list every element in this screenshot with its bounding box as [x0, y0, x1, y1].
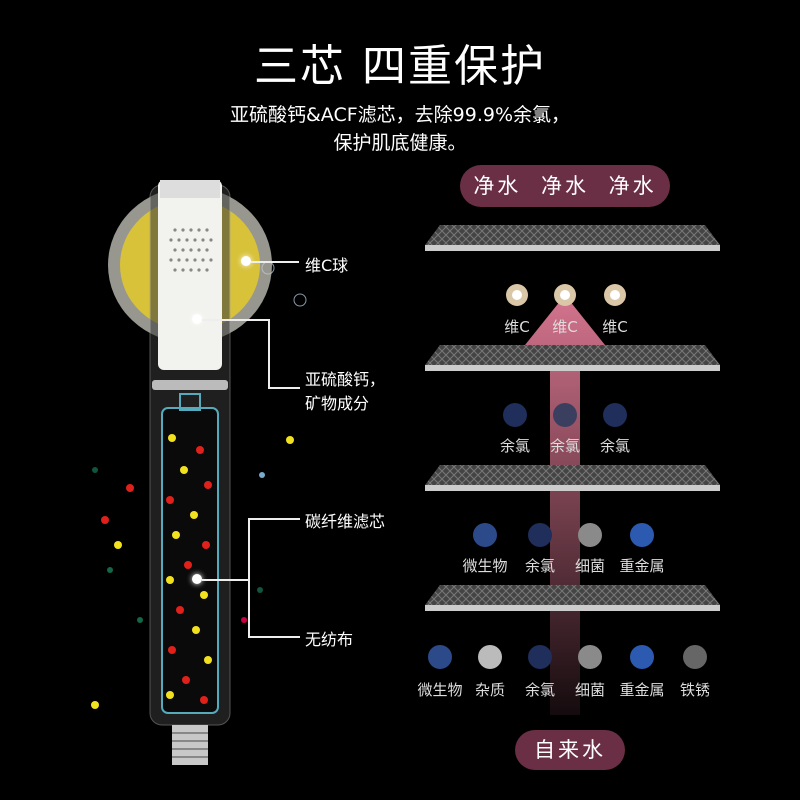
- subtitle-line-1: 亚硫酸钙&ACF滤芯，去除99.9%余氯，: [229, 104, 571, 126]
- chlorine-icon: [553, 403, 577, 427]
- vitamin-c-ball-icon: [554, 284, 576, 306]
- callout-line-carbon: [248, 518, 300, 520]
- label-row3-1: 微生物: [462, 557, 508, 575]
- label-row4-6: 铁锈: [679, 681, 710, 699]
- particle: [91, 701, 99, 709]
- microbe-icon: [473, 523, 497, 547]
- callout-line-nonwoven: [248, 636, 300, 638]
- particle: [137, 617, 143, 623]
- callout-calcium-line1: 亚硫酸钙，: [305, 370, 386, 389]
- label-row4-1: 微生物: [417, 681, 463, 699]
- impurity-icon: [478, 645, 502, 669]
- particle: [101, 516, 109, 524]
- cartridge-holes: [169, 228, 213, 272]
- label-row4-3: 余氯: [524, 681, 555, 699]
- threaded-connector: [172, 725, 208, 765]
- vitamin-c-ball-icon: [506, 284, 528, 306]
- heavy-metal-icon: [630, 523, 654, 547]
- upward-flow-arrow: [525, 295, 605, 715]
- microbe-icon: [428, 645, 452, 669]
- carbon-fiber-filter: [161, 407, 219, 714]
- particle: [92, 467, 98, 473]
- callout-carbon-fiber: 碳纤维滤芯: [305, 512, 386, 531]
- label-row2-2: 余氯: [549, 437, 580, 455]
- particle: [241, 617, 247, 623]
- label-row3-3: 细菌: [574, 557, 605, 575]
- chrome-ring: [152, 380, 228, 390]
- label-row4-2: 杂质: [474, 681, 505, 699]
- chlorine-icon: [528, 523, 552, 547]
- shower-head-illustration: [108, 180, 272, 765]
- particle: [114, 541, 122, 549]
- label-row4-5: 重金属: [619, 681, 665, 699]
- cartridge-cap: [160, 180, 220, 198]
- particle: [257, 587, 263, 593]
- callout-nonwoven: 无纺布: [305, 630, 354, 649]
- vitamin-c-ball-icon: [604, 284, 626, 306]
- page-title: 三芯 四重保护: [254, 41, 546, 92]
- callout-marker-calcium: [192, 314, 202, 324]
- vitamin-c-cartridge: [158, 180, 222, 370]
- callout-line-filter-h: [202, 579, 250, 581]
- callout-line-calcium-v: [268, 319, 270, 389]
- label-row4-4: 细菌: [574, 681, 605, 699]
- label-row3-2: 余氯: [524, 557, 555, 575]
- filter-layer-2: [425, 345, 720, 371]
- label-row1-2: 维C: [552, 318, 578, 336]
- particle: [259, 472, 265, 478]
- chlorine-icon: [528, 645, 552, 669]
- callout-line-calcium-h2: [268, 387, 300, 389]
- filter-connector: [179, 393, 201, 411]
- label-row1-1: 维C: [504, 318, 530, 336]
- chlorine-icon: [603, 403, 627, 427]
- particle: [107, 567, 113, 573]
- particle: [293, 293, 307, 307]
- bacteria-icon: [578, 523, 602, 547]
- background-particles: [91, 261, 307, 709]
- particle: [126, 484, 134, 492]
- pill-tap-water: 自来水: [515, 730, 625, 770]
- callout-line-vitc: [251, 261, 299, 263]
- thread-lines: [172, 732, 208, 758]
- callout-line-calcium-h: [202, 319, 270, 321]
- chlorine-icon: [503, 403, 527, 427]
- callout-line-filter-v: [248, 518, 250, 638]
- filtration-diagram: [425, 225, 720, 715]
- filter-layer-1: [425, 225, 720, 251]
- filter-layer-4: [425, 585, 720, 611]
- callout-marker-vitc: [241, 256, 251, 266]
- bacteria-icon: [578, 645, 602, 669]
- callout-calcium-line2: 矿物成分: [305, 394, 370, 413]
- filter-layer-3: [425, 465, 720, 491]
- label-row3-4: 重金属: [619, 557, 665, 575]
- filter-particles: [166, 434, 212, 704]
- callout-vitc-ball: 维C球: [305, 256, 349, 275]
- label-row2-1: 余氯: [499, 437, 530, 455]
- particle: [286, 436, 294, 444]
- subtitle-line-2: 保护肌底健康。: [333, 132, 467, 154]
- label-row1-3: 维C: [602, 318, 628, 336]
- label-row2-3: 余氯: [599, 437, 630, 455]
- rust-icon: [683, 645, 707, 669]
- callout-marker-filter: [192, 574, 202, 584]
- heavy-metal-icon: [630, 645, 654, 669]
- pill-clean-water: 净水 净水 净水: [460, 165, 670, 207]
